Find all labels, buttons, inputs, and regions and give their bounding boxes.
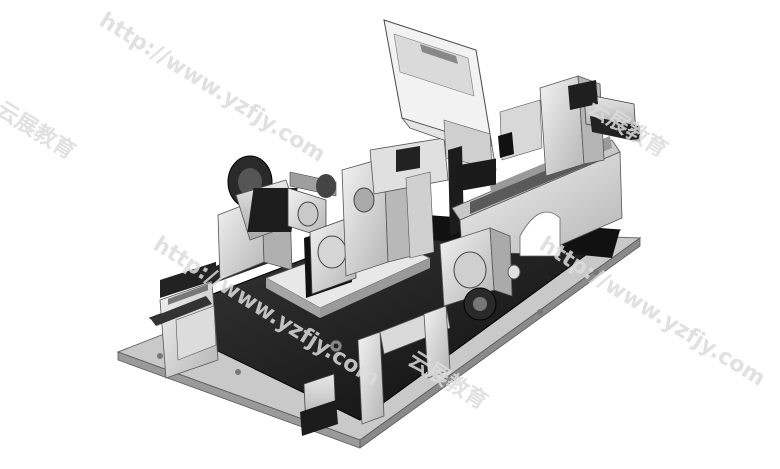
display-screen xyxy=(383,19,497,236)
fastener-details xyxy=(157,269,599,375)
front-frame-rails xyxy=(300,305,451,436)
right-motor-tower xyxy=(498,75,640,177)
vertical-column xyxy=(341,137,449,277)
left-motor-pulley-unit xyxy=(217,155,337,281)
front-motor-unit xyxy=(439,227,521,321)
